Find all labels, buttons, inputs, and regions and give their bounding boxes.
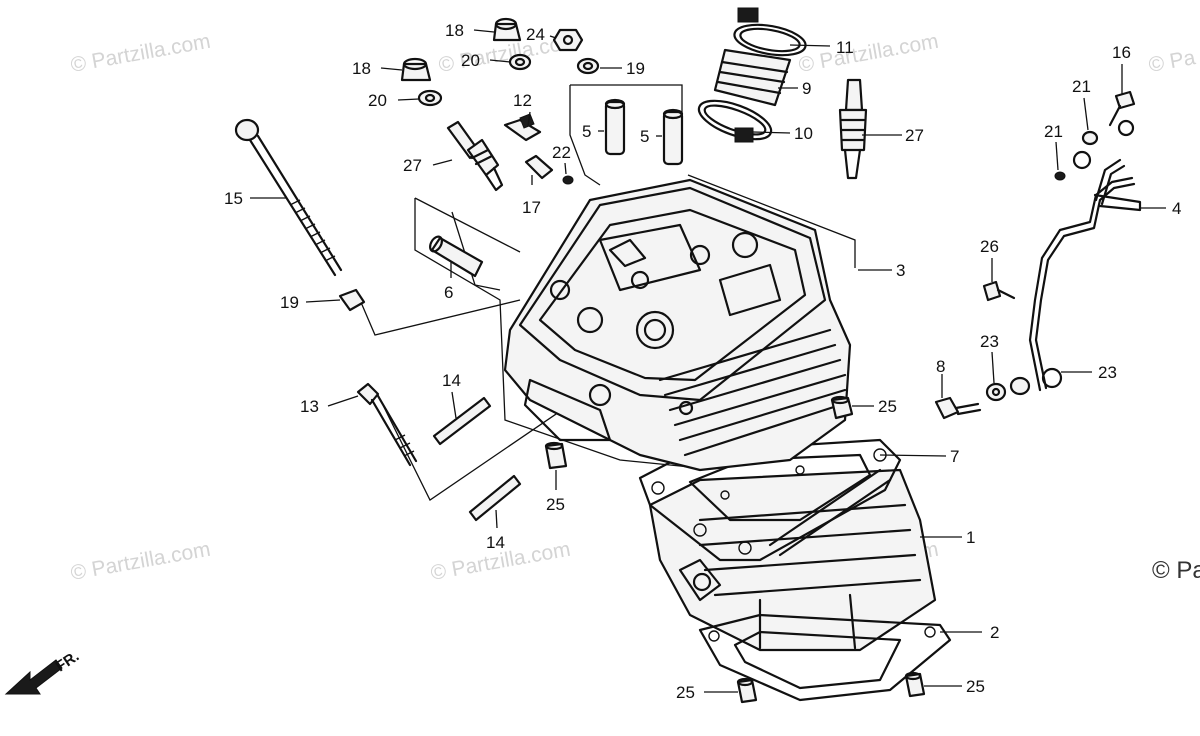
stud-bolt-part-15	[234, 118, 343, 277]
group-brackets	[359, 84, 856, 501]
callout-25: 25	[966, 677, 985, 696]
bracket-line	[414, 198, 701, 469]
nut-part-24	[552, 28, 584, 52]
bracket-line	[451, 211, 501, 291]
cap-nut-part-18a	[492, 17, 522, 42]
bolt-part-17	[524, 154, 554, 180]
callout-22: 22	[552, 143, 571, 162]
oil-pipe-part-4	[1028, 119, 1142, 392]
callout-8: 8	[936, 357, 945, 376]
bolt-part-8	[934, 396, 982, 420]
callout-13: 13	[300, 397, 319, 416]
callout-numbers: 18 24 18 20 19 20 12 5 5 22 27 17 11 9 1…	[224, 21, 1181, 702]
callout-18: 18	[445, 21, 464, 40]
watermark-text: © Partzilla.com	[69, 538, 212, 585]
bolt-part-16	[1108, 90, 1136, 127]
cap-nut-part-18b	[400, 57, 432, 82]
callout-20: 20	[368, 91, 387, 110]
callout-25: 25	[546, 495, 565, 514]
dowel-pin-part-25a	[830, 395, 854, 420]
callout-24: 24	[526, 25, 545, 44]
callout-6: 6	[444, 283, 453, 302]
spark-plug-part-27b	[838, 78, 868, 180]
insulator-part-9	[713, 48, 792, 107]
callout-19: 19	[626, 59, 645, 78]
callout-21: 21	[1072, 77, 1091, 96]
watermark-text: © Partzilla.com	[69, 30, 212, 77]
bolt-part-26	[982, 280, 1016, 302]
bracket-line	[570, 84, 683, 115]
washer-part-22	[562, 175, 574, 185]
clamp-part-11	[733, 7, 807, 57]
dowel-pin-part-25d	[904, 671, 926, 698]
callout-19: 19	[280, 293, 299, 312]
bracket-line	[687, 174, 856, 268]
cylinder-part-1	[648, 468, 937, 652]
dowel-pin-part-25c	[736, 677, 758, 704]
callout-25: 25	[676, 683, 695, 702]
bracket-line	[414, 197, 521, 253]
stud-part-14b	[468, 474, 522, 522]
callout-9: 9	[802, 79, 811, 98]
callout-11: 11	[836, 38, 854, 57]
callout-20: 20	[461, 51, 480, 70]
washer-part-21b	[1054, 171, 1066, 181]
callout-27: 27	[905, 126, 924, 145]
callout-3: 3	[896, 261, 905, 280]
cylinder-base-gasket-part-2	[698, 613, 952, 702]
stud-part-14a	[432, 396, 492, 446]
cylinder-head-part-3	[503, 178, 852, 472]
callout-7: 7	[950, 447, 959, 466]
callout-1: 1	[966, 528, 975, 547]
callout-23: 23	[980, 332, 999, 351]
callout-18: 18	[352, 59, 371, 78]
dowel-pin-part-6	[429, 235, 484, 278]
callout-14: 14	[442, 371, 461, 390]
callout-17: 17	[522, 198, 541, 217]
callout-5: 5	[582, 122, 591, 141]
callout-16: 16	[1112, 43, 1131, 62]
washer-part-23b	[1009, 376, 1031, 396]
washer-part-19a	[576, 57, 600, 75]
callout-15: 15	[224, 189, 243, 208]
callout-12: 12	[513, 91, 532, 110]
washer-part-21a	[1081, 130, 1099, 146]
valve-guide-part-5b	[662, 108, 684, 166]
washer-part-23a	[985, 382, 1007, 402]
bolt-part-13	[356, 382, 418, 467]
fitting-part-12	[503, 113, 542, 142]
callout-14: 14	[486, 533, 505, 552]
callout-21: 21	[1044, 122, 1063, 141]
callout-5: 5	[640, 127, 649, 146]
watermark-edge-text: © Pa	[1152, 557, 1200, 584]
callout-27: 27	[403, 156, 422, 175]
washer-part-20a	[508, 53, 532, 71]
bracket-line	[359, 299, 521, 336]
washer-part-19b	[338, 288, 366, 312]
dowel-pin-part-25b	[544, 441, 568, 470]
callout-10: 10	[794, 124, 813, 143]
front-direction-arrow: FR.	[4, 648, 82, 695]
bracket-line	[569, 85, 601, 186]
callout-leaders	[250, 29, 1166, 693]
callout-26: 26	[980, 237, 999, 256]
callout-4: 4	[1172, 199, 1181, 218]
watermark-text: © Pa	[1147, 46, 1198, 77]
valve-guide-part-5a	[604, 98, 626, 156]
callout-23: 23	[1098, 363, 1117, 382]
washer-part-20b	[417, 89, 443, 107]
watermark-text: © Partzilla.com	[797, 30, 940, 77]
callout-2: 2	[990, 623, 999, 642]
callout-25: 25	[878, 397, 897, 416]
spark-plug-part-27a	[446, 120, 504, 192]
